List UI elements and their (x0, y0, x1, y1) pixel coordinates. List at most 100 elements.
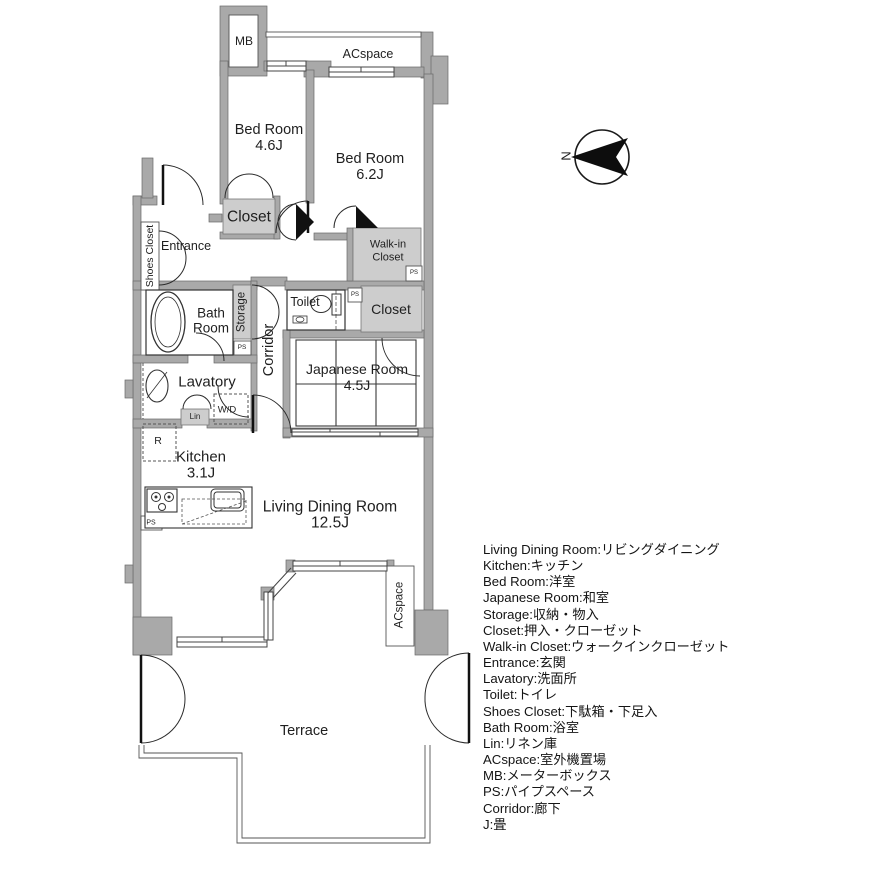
acspace-right-label: ACspace (393, 581, 406, 629)
lavatory-sink (142, 363, 169, 419)
closet2-area (360, 285, 423, 333)
acspace-top-rail (265, 31, 422, 38)
toilet-outline (286, 289, 346, 331)
corridor-door-arc-1 (251, 284, 280, 313)
north-label: N (558, 151, 574, 161)
legend-line: Entrance:玄関 (483, 655, 566, 671)
window-ldr-bay-top (292, 560, 388, 572)
kitchen-size-label: 3.1J (186, 464, 216, 482)
legend-line: Storage:収納・物入 (483, 606, 599, 622)
door-arcs (140, 164, 470, 744)
ps-box-2 (347, 287, 363, 303)
terrace-outline (138, 745, 431, 844)
closet2-label: Closet (371, 301, 411, 317)
closet1-door-arc-2 (248, 173, 274, 199)
counter-dashed (181, 498, 247, 525)
legend-line: Walk-in Closet:ウォークインクローゼット (483, 638, 730, 654)
lavatory-label: Lavatory (178, 373, 236, 391)
ps-label-1: PS (409, 270, 419, 276)
ldr-size-label: 12.5J (311, 514, 349, 532)
legend-line: MB:メーターボックス (483, 768, 612, 784)
storage-label: Storage (235, 291, 248, 333)
washer-dryer-box (213, 393, 249, 425)
legend-line: Bed Room:洋室 (483, 574, 576, 590)
lavatory-door-arc (217, 385, 250, 418)
legend: Living Dining Room:リビングダイニング Kitchen:キッチ… (483, 542, 729, 833)
terrace-right-door-arc-1 (424, 652, 470, 698)
bed2-door-arc (277, 203, 297, 241)
entrance-label: Entrance (160, 238, 212, 253)
legend-line: Bath Room:浴室 (483, 719, 580, 735)
door-wedges (296, 204, 378, 240)
entrance-door-arc (162, 164, 204, 206)
toilet-label: Toilet (290, 294, 320, 309)
window-ldr-bay-side (263, 591, 274, 641)
stove-burners (151, 492, 174, 511)
ps-label-4: PS (146, 519, 156, 527)
legend-line: Shoes Closet:下駄箱・下足入 (483, 703, 658, 719)
legend-line: Kitchen:キッチン (483, 558, 584, 574)
terrace-left-door-arc-2 (140, 698, 186, 744)
shoes-door-arc-1 (158, 230, 187, 259)
ps-label-2: PS (350, 292, 360, 298)
wic-door-wedge (356, 206, 378, 228)
refrigerator-box (142, 423, 177, 462)
wic-door-arc (333, 205, 357, 229)
mb-label: MB (235, 34, 253, 48)
window-ldr-south (176, 636, 268, 648)
window-bay-diagonal (267, 567, 297, 599)
bathtub (150, 291, 186, 353)
bed2-door-wedge (296, 204, 314, 240)
corridor-ldr-door-arc (252, 394, 292, 434)
stove (146, 488, 178, 513)
refrigerator-label: R (154, 434, 162, 447)
north-arrow (571, 138, 628, 176)
closet1-door-arc-1 (224, 173, 250, 199)
legend-line: ACspace:室外機置場 (483, 752, 607, 768)
closet1-label: Closet (227, 208, 271, 226)
legend-line: Living Dining Room:リビングダイニング (483, 542, 720, 557)
japanese-name-label: Japanese Room (306, 361, 408, 377)
closet1-area (222, 198, 276, 235)
wd-label: W/D (217, 404, 237, 416)
bed1-size-label: 4.6J (255, 137, 283, 154)
ps-box-1 (405, 265, 423, 282)
bathroom-label-line2: Room (192, 320, 230, 336)
corridor-door-arc-2 (251, 311, 280, 340)
acspace-right-box (385, 565, 415, 647)
terrace-right-door-arc-2 (424, 696, 470, 744)
corridor-label: Corridor (260, 323, 277, 377)
sliding-door-japanese-south (291, 428, 419, 437)
bathroom-outline (145, 289, 234, 356)
terrace-label: Terrace (279, 722, 329, 739)
bed1-name-label: Bed Room (234, 121, 304, 138)
bathroom-label-line1: Bath (197, 305, 225, 321)
ldr-name-label: Living Dining Room (262, 498, 398, 516)
shoes-closet-label: Shoes Closet (143, 224, 156, 288)
legend-line: Toilet:トイレ (483, 687, 558, 703)
legend-line: PS:パイプスペース (483, 784, 595, 800)
legend-line: Corridor:廊下 (483, 800, 561, 816)
wic-label-line1: Walk-in (369, 238, 407, 251)
legend-line: Lin:リネン庫 (483, 735, 558, 751)
windows (176, 60, 419, 648)
toilet-fixture (292, 290, 342, 330)
legend-line: Lavatory:洗面所 (483, 671, 577, 687)
dashed-appliances (142, 393, 249, 462)
bed2-name-label: Bed Room (335, 150, 405, 167)
legend-line: J:畳 (483, 816, 507, 832)
wic-label-line2: Closet (372, 251, 404, 264)
kitchen-sink (210, 488, 245, 512)
lin-door-arc-1 (182, 394, 198, 410)
ps-box-3 (233, 340, 252, 356)
lin-label: Lin (189, 412, 201, 421)
ps-label-3: PS (237, 343, 247, 351)
acspace-top-label: ACspace (342, 46, 394, 61)
tatami-grid (295, 339, 417, 427)
lin-area (180, 408, 210, 426)
bed2-size-label: 6.2J (356, 166, 384, 183)
north-compass (571, 129, 630, 185)
window-bed1-north (266, 60, 307, 72)
